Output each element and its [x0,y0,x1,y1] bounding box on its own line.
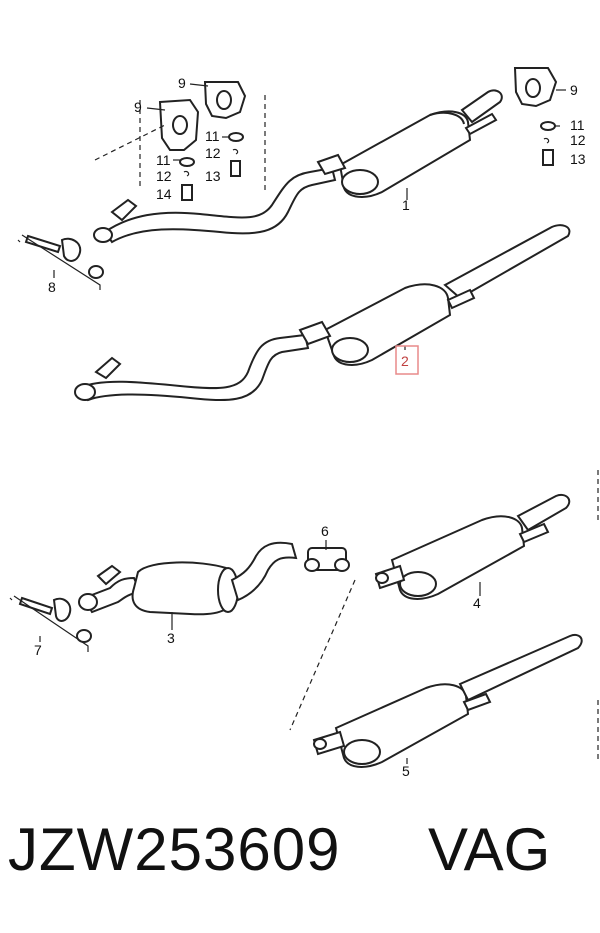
callout-9-right: 9 [570,82,578,98]
callout-1: 1 [402,197,410,213]
callout-14-left: 14 [156,186,172,202]
callout-12-left: 12 [156,168,172,184]
callout-5: 5 [402,763,410,779]
rear-silencer-5 [312,634,583,768]
callout-6: 6 [321,523,329,539]
middle-silencer-3 [78,541,298,616]
callout-8: 8 [48,279,56,295]
callout-12-right: 12 [570,132,586,148]
exhaust-assembly-2 [74,224,571,402]
hanger-bracket-right [513,67,558,166]
callout-12-top: 12 [205,145,221,161]
callout-13-right: 13 [570,151,586,167]
exhaust-system-diagram: 1 2 3 4 5 6 7 8 9 9 11 12 13 11 12 14 9 … [9,67,599,779]
callout-2: 2 [401,353,409,369]
clamp-kit-8 [24,234,104,279]
callout-7: 7 [34,642,42,658]
callout-11-left: 11 [156,152,171,168]
pipe-clamp-6 [304,547,350,572]
callout-3: 3 [167,630,175,646]
callout-9-top: 9 [178,75,186,91]
callout-11-top: 11 [205,128,220,144]
callout-4: 4 [473,595,481,611]
callout-13-top: 13 [205,168,221,184]
part-number-caption: JZW253609 [8,816,341,883]
clamp-kit-7 [18,596,92,643]
selected-part-highlight [395,345,419,375]
brand-caption: VAG [428,816,551,883]
callout-9-left: 9 [134,99,142,115]
rear-silencer-4 [374,494,571,600]
callout-11-right: 11 [570,117,585,133]
hanger-bracket-left [158,81,247,201]
exhaust-assembly-1 [93,89,503,244]
